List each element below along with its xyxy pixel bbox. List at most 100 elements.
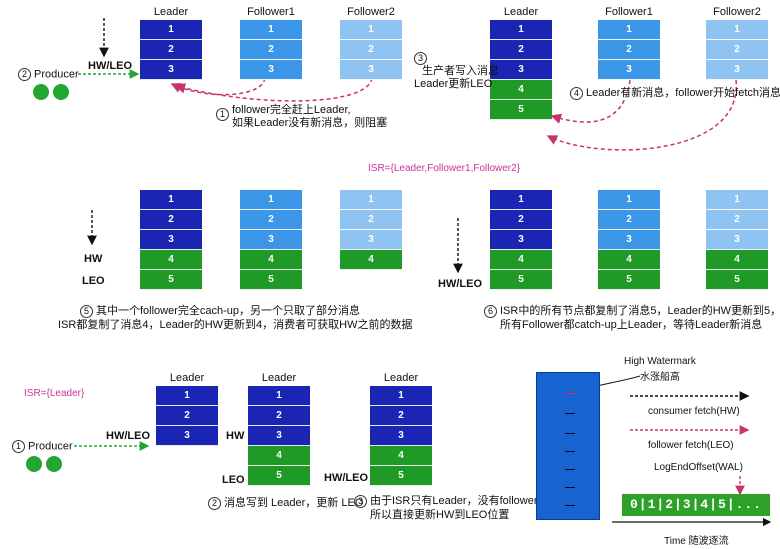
tube-tick	[565, 413, 575, 414]
message-cell: 3	[240, 230, 302, 250]
step-number: 1	[12, 440, 25, 453]
follower1-log: 1 2 3 4 5	[240, 190, 302, 290]
message-cell: 4	[340, 250, 402, 270]
leo-label: LEO	[222, 474, 245, 486]
leader-header: Leader	[383, 372, 419, 384]
message-cell: 2	[240, 40, 302, 60]
log-end-offset-label: LogEndOffset(WAL)	[654, 462, 743, 473]
message-cell: 2	[140, 210, 202, 230]
leader-log: 1 2 3 4 5	[490, 190, 552, 290]
message-cell: 5	[490, 270, 552, 290]
step1-line2: 如果Leader没有新消息，则阻塞	[232, 117, 388, 129]
hw-leo-label: HW/LEO	[438, 278, 482, 290]
message-cell: 5	[248, 466, 310, 486]
message-cell: 3	[598, 230, 660, 250]
tube-tick	[565, 487, 575, 488]
message-cell: 2	[490, 210, 552, 230]
water-line	[565, 393, 575, 394]
message-cell: 1	[598, 20, 660, 40]
hw-leo-label: HW/LEO	[106, 430, 150, 442]
follower2-log: 1 2 3 4	[340, 190, 402, 270]
producer-dot	[26, 456, 42, 472]
message-cell: 1	[140, 20, 202, 40]
message-cell: 3	[490, 230, 552, 250]
follower2-header: Follower2	[347, 6, 395, 18]
follower1-header: Follower1	[247, 6, 295, 18]
leader-header: Leader	[169, 372, 205, 384]
leader-log: 1 2 3 4 5	[248, 386, 310, 486]
hw-label: HW	[84, 253, 103, 265]
message-cell: 4	[706, 250, 768, 270]
message-cell: 3	[340, 60, 402, 80]
message-cell: 5	[240, 270, 302, 290]
leader-log: 1 2 3 4 5	[370, 386, 432, 486]
message-cell: 4	[490, 250, 552, 270]
follower2-log: 1 2 3	[340, 20, 402, 80]
leader-log: 1 2 3 4 5	[140, 190, 202, 290]
message-cell: 3	[706, 230, 768, 250]
isr-all-label: ISR={Leader,Follower1,Follower2}	[368, 163, 521, 174]
step3-caption: 3 生产者写入消息 Leader更新LEO	[414, 52, 499, 91]
message-cell: 3	[490, 60, 552, 80]
step6-line1: ISR中的所有节点都复制了消息5，Leader的HW更新到5，	[500, 305, 780, 317]
step-number: 2	[208, 496, 221, 510]
message-cell: 1	[370, 386, 432, 406]
follower1-log: 1 2 3	[240, 20, 302, 80]
follower1-log: 1 2 3 4 5	[598, 190, 660, 290]
message-cell: 3	[240, 60, 302, 80]
message-cell: 2	[706, 40, 768, 60]
step3b-line1: 由于ISR只有Leader，没有follower,	[370, 495, 540, 507]
step-number: 5	[80, 304, 93, 318]
step6-line2: 所有Follower都catch-up上Leader，等待Leader新消息	[500, 319, 763, 331]
producer-dot	[33, 84, 49, 100]
message-cell: 1	[706, 190, 768, 210]
message-cell: 2	[598, 210, 660, 230]
leader-header: Leader	[261, 372, 297, 384]
wal-sequence: 0|1|2|3|4|5|...	[622, 494, 770, 516]
leader-header: Leader	[153, 6, 189, 18]
step1-line1: follower完全赶上Leader,	[232, 104, 351, 116]
message-cell: 2	[240, 210, 302, 230]
leader-log: 1 2 3	[156, 386, 218, 446]
high-watermark-title: High Watermark	[624, 356, 696, 367]
high-watermark-sub: 水涨船高	[640, 372, 680, 383]
follower-fetch-legend: follower fetch(LEO)	[648, 440, 734, 451]
message-cell: 2	[370, 406, 432, 426]
message-cell: 4	[490, 80, 552, 100]
message-cell: 5	[140, 270, 202, 290]
step-number: 4	[570, 86, 583, 100]
message-cell: 5	[598, 270, 660, 290]
message-cell: 1	[140, 190, 202, 210]
consumer-fetch-legend: consumer fetch(HW)	[648, 406, 740, 417]
tube-tick	[565, 469, 575, 470]
step4-text: Leader有新消息，follower开始fetch消息	[586, 87, 780, 99]
message-cell: 5	[370, 466, 432, 486]
message-cell: 2	[598, 40, 660, 60]
message-cell: 3	[140, 60, 202, 80]
message-cell: 2	[140, 40, 202, 60]
hw-leo-label: HW/LEO	[88, 60, 132, 72]
leader-header: Leader	[503, 6, 539, 18]
message-cell: 2	[248, 406, 310, 426]
follower2-fetch-arrow	[174, 77, 373, 102]
leader-log: 1 2 3	[140, 20, 202, 80]
leo-label: LEO	[82, 275, 105, 287]
isr-leader-label: ISR={Leader}	[24, 388, 85, 399]
message-cell: 3	[598, 60, 660, 80]
leader-log: 1 2 3 4 5	[490, 20, 552, 120]
message-cell: 4	[370, 446, 432, 466]
producer-text: Producer	[28, 440, 73, 453]
message-cell: 1	[598, 190, 660, 210]
message-cell: 1	[240, 190, 302, 210]
message-cell: 5	[490, 100, 552, 120]
message-cell: 1	[340, 190, 402, 210]
message-cell: 3	[370, 426, 432, 446]
message-cell: 3	[248, 426, 310, 446]
tube-tick	[565, 451, 575, 452]
